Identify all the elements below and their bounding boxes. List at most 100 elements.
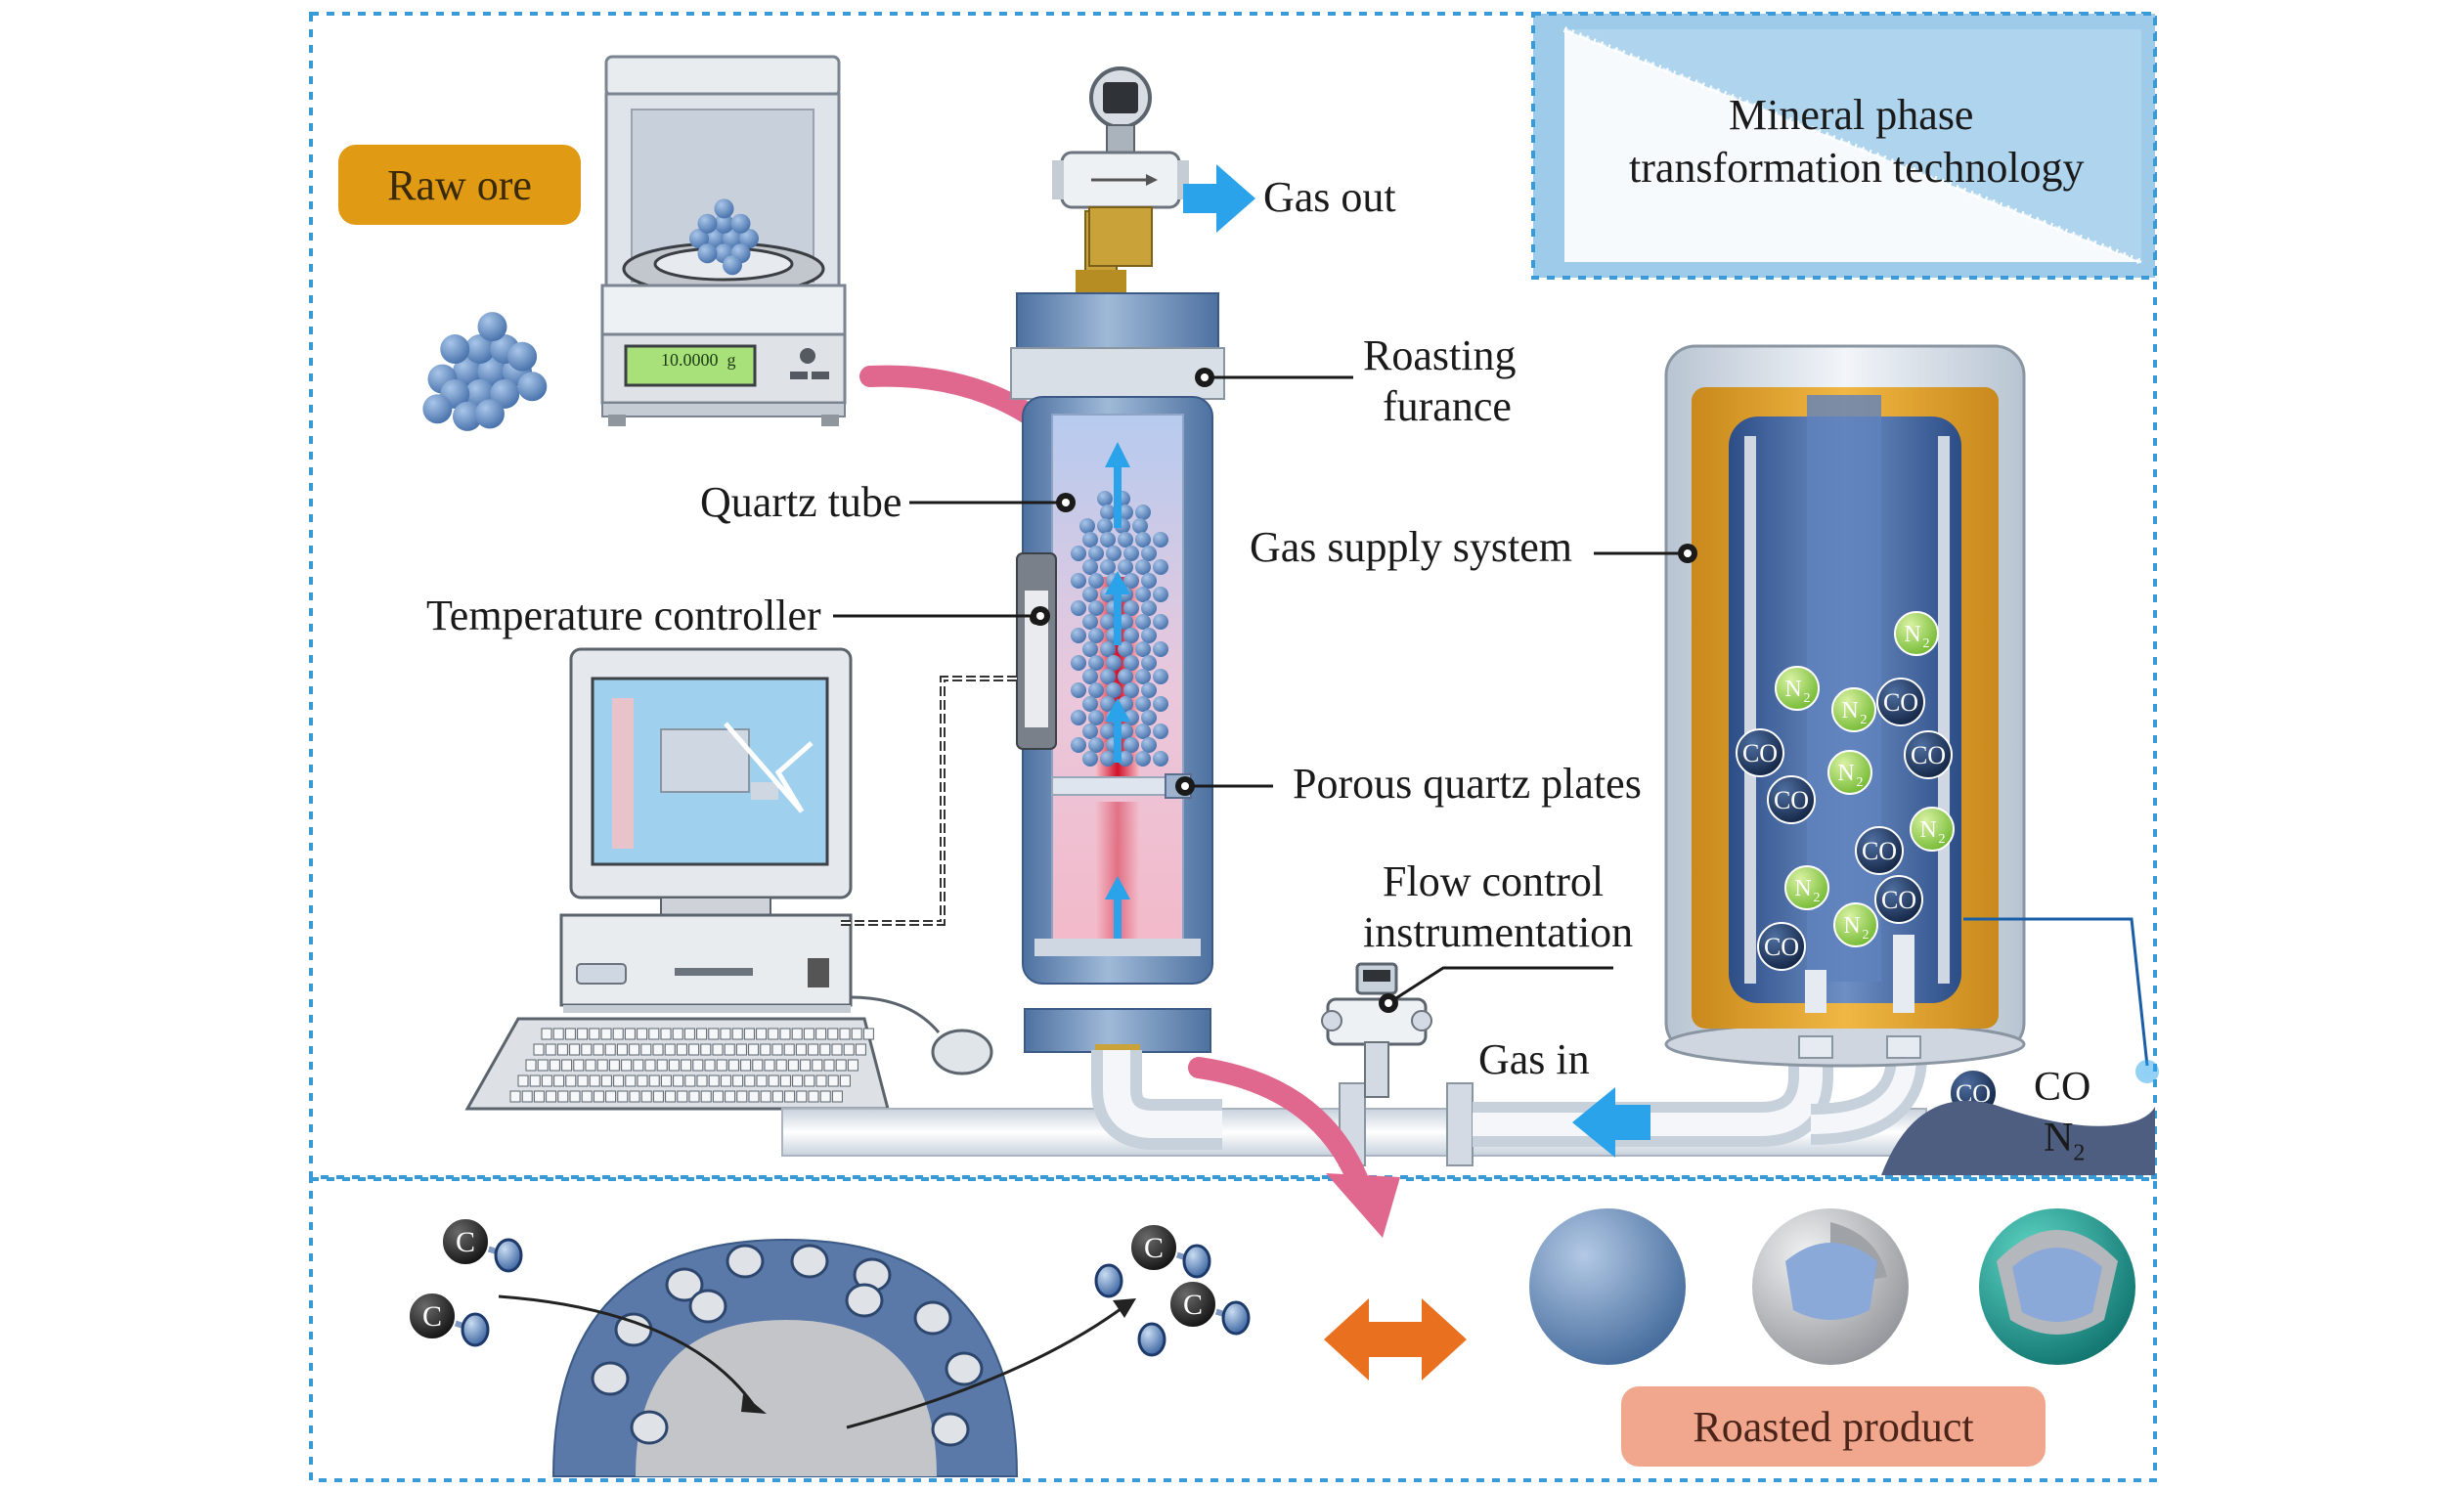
keyboard-key: [648, 1074, 660, 1087]
product-sphere-cutaway-grey: [1752, 1208, 1909, 1365]
keyboard-key: [696, 1074, 708, 1087]
gas-out-arrow: [1183, 164, 1255, 233]
bed-ore-ball: [1079, 518, 1095, 534]
keyboard-key: [779, 1074, 791, 1087]
keyboard-key: [696, 1028, 708, 1040]
co-text: CO: [1911, 741, 1946, 769]
bed-ore-ball: [1132, 518, 1148, 534]
product-sphere-plain: [1529, 1208, 1686, 1365]
pore: [688, 1289, 727, 1324]
keyboard-key: [752, 1059, 764, 1072]
keyboard-key: [517, 1074, 529, 1087]
keyboard-key: [585, 1059, 596, 1072]
bed-ore-ball: [1082, 532, 1098, 548]
keyboard-key: [815, 1028, 827, 1040]
keyboard-key: [725, 1090, 736, 1103]
bed-ore-ball: [1153, 696, 1168, 712]
bed-ore-ball: [1141, 628, 1157, 643]
keyboard-key: [648, 1028, 660, 1040]
furnace-ore-bed: [1071, 491, 1168, 767]
n2-text: N: [1841, 698, 1858, 724]
bed-ore-ball: [1082, 641, 1098, 657]
keyboard-key: [795, 1043, 807, 1056]
bed-ore-ball: [1135, 751, 1151, 767]
keyboard-key: [771, 1043, 783, 1056]
gas-in-arrow: [1572, 1087, 1650, 1158]
bed-ore-ball: [1071, 573, 1086, 589]
ore-ball: [517, 372, 548, 402]
bed-ore-ball: [1118, 532, 1133, 548]
keyboard-key: [843, 1043, 855, 1056]
keyboard-key: [546, 1090, 557, 1103]
bed-ore-ball: [1071, 546, 1086, 561]
keyboard-key: [676, 1043, 687, 1056]
keyboard-key: [688, 1090, 700, 1103]
temperature-controller-label: Temperature controller: [426, 592, 821, 639]
bed-ore-ball: [1088, 573, 1104, 589]
pore: [913, 1300, 952, 1336]
keyboard-key: [784, 1090, 796, 1103]
pore: [726, 1244, 765, 1279]
co-molecule: CO: [1855, 826, 1904, 875]
controller-cable: [841, 676, 1019, 926]
sample-ball: [697, 243, 718, 264]
n2-subscript: 2: [1923, 636, 1930, 651]
gas-piping: [781, 1044, 1927, 1166]
keyboard-key: [664, 1043, 676, 1056]
ore-ball: [464, 334, 495, 365]
keyboard-key: [744, 1074, 756, 1087]
keyboard-key: [556, 1043, 568, 1056]
keyboard-key: [525, 1059, 537, 1072]
keyboard-key: [683, 1028, 695, 1040]
leader-lines: [833, 375, 1688, 1005]
keyboard-key: [537, 1059, 549, 1072]
balance-readout: 10.0000 g: [661, 350, 736, 371]
sample-ball: [697, 213, 718, 234]
ore-ball: [440, 334, 470, 365]
keyboard-key: [533, 1090, 545, 1103]
keyboard-key: [819, 1090, 831, 1103]
pore: [665, 1267, 704, 1302]
bed-ore-ball: [1106, 682, 1122, 698]
bed-ore-ball: [1153, 559, 1168, 575]
keyboard-key: [569, 1090, 581, 1103]
carbon-text: C: [1183, 1289, 1203, 1321]
ore-ball: [422, 394, 453, 424]
keyboard-key: [783, 1043, 795, 1056]
bed-ore-ball: [1141, 573, 1157, 589]
bed-ore-ball: [1153, 641, 1168, 657]
keyboard-key: [621, 1059, 633, 1072]
keyboard-key: [541, 1074, 552, 1087]
keyboard-key: [736, 1090, 748, 1103]
keyboard-key: [616, 1043, 628, 1056]
keyboard-key: [652, 1043, 664, 1056]
bed-ore-ball: [1141, 710, 1157, 725]
sample-ball: [714, 213, 734, 234]
bed-ore-ball: [1123, 600, 1139, 616]
flow-control-valve: [1321, 962, 1432, 1098]
roasting-furnace-label-1: Roasting: [1363, 331, 1517, 379]
keyboard-key: [553, 1074, 565, 1087]
bed-ore-ball: [1088, 655, 1104, 671]
co-molecule: CO: [1767, 775, 1816, 824]
keyboard-key: [552, 1028, 564, 1040]
co-text: CO: [1764, 933, 1799, 961]
frame-top: [309, 12, 2157, 1179]
keyboard-key: [608, 1059, 620, 1072]
keyboard-key: [727, 1059, 739, 1072]
keyboard-key: [577, 1028, 589, 1040]
bed-ore-ball: [1153, 587, 1168, 602]
title-line-1: Mineral phase: [1729, 91, 1974, 139]
bed-ore-ball: [1135, 559, 1151, 575]
co-text: CO: [1862, 837, 1897, 865]
co-molecule: CO: [1736, 728, 1784, 777]
legend-n2-text: N: [2044, 1116, 2074, 1161]
keyboard-key: [823, 1059, 835, 1072]
bed-ore-ball: [1088, 737, 1104, 753]
keyboard-key: [804, 1074, 815, 1087]
bed-ore-ball: [1141, 600, 1157, 616]
product-arrow: [1188, 1057, 1400, 1238]
keyboard-key: [665, 1090, 677, 1103]
